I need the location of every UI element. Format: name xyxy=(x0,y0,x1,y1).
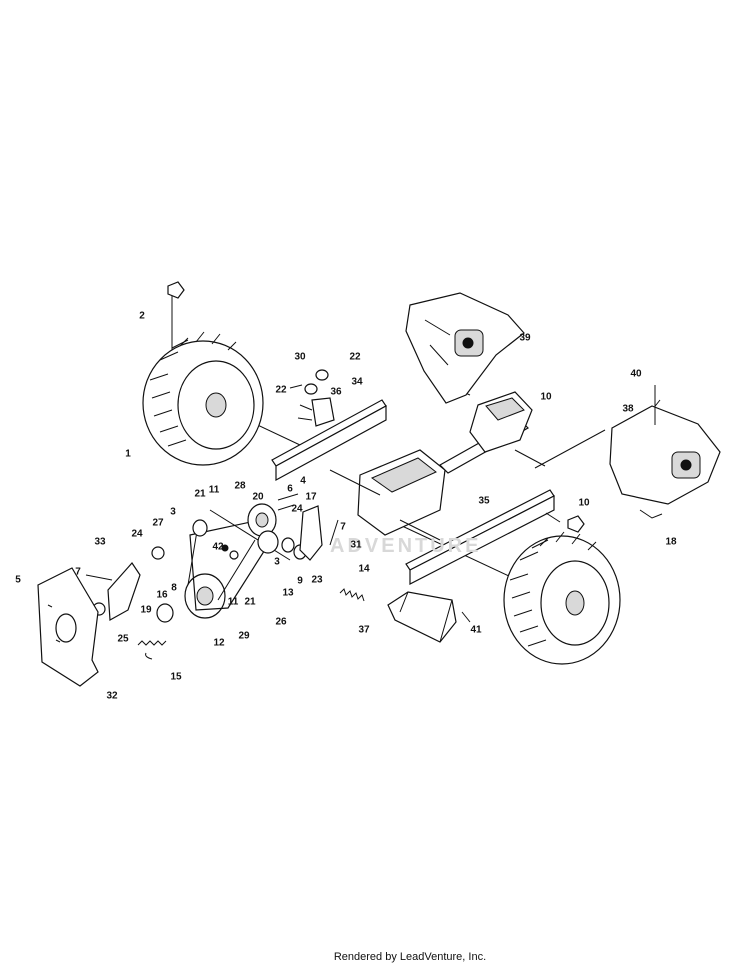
callout-12: 12 xyxy=(213,638,225,649)
callout-8: 8 xyxy=(171,583,177,594)
callout-42: 42 xyxy=(212,542,224,553)
callout-13: 13 xyxy=(282,588,294,599)
callout-1: 1 xyxy=(125,449,131,460)
callout-22: 22 xyxy=(349,352,361,363)
callout-27: 27 xyxy=(152,518,164,529)
belt-drive xyxy=(184,503,307,619)
callout-18: 18 xyxy=(665,537,677,548)
footer-credit: Rendered by LeadVenture, Inc. xyxy=(333,951,487,963)
idler-arm xyxy=(299,505,323,561)
callout-37: 37 xyxy=(358,625,370,636)
belt-guard-plate xyxy=(37,567,99,687)
callout-26: 26 xyxy=(275,617,287,628)
callout-labels: 1233456778910101111121314151617181920212… xyxy=(15,311,677,702)
mounting-bracket xyxy=(297,397,335,427)
callout-36: 36 xyxy=(330,387,342,398)
callout-38: 38 xyxy=(622,404,634,415)
frame-rail-upper xyxy=(271,399,387,482)
callout-35: 35 xyxy=(478,496,490,507)
callout-6: 6 xyxy=(287,484,293,495)
callout-19: 19 xyxy=(140,605,152,616)
callout-3: 3 xyxy=(170,507,176,518)
callout-11: 11 xyxy=(228,597,239,608)
tine-assembly-lower xyxy=(609,385,721,519)
valve-cap xyxy=(167,281,185,299)
callout-20: 20 xyxy=(252,492,264,503)
callout-17: 17 xyxy=(305,492,317,503)
callout-7: 7 xyxy=(75,567,81,578)
callout-10: 10 xyxy=(540,392,552,403)
callout-24: 24 xyxy=(131,529,143,540)
callout-22: 22 xyxy=(275,385,287,396)
callout-30: 30 xyxy=(294,352,306,363)
callout-24: 24 xyxy=(291,504,303,515)
watermark: ADVENTURE xyxy=(330,535,481,557)
hardware xyxy=(85,369,561,623)
callout-15: 15 xyxy=(170,672,182,683)
callout-16: 16 xyxy=(156,590,168,601)
springs xyxy=(137,588,365,660)
frame-rail-lower xyxy=(405,489,555,585)
callout-4: 4 xyxy=(300,476,306,487)
tine-assembly-upper xyxy=(405,292,525,404)
callout-7: 7 xyxy=(340,522,346,533)
callout-5: 5 xyxy=(15,575,21,586)
idler-bracket xyxy=(107,562,141,621)
callout-25: 25 xyxy=(117,634,129,645)
callout-32: 32 xyxy=(106,691,118,702)
deflector-shield xyxy=(387,591,457,643)
callout-41: 41 xyxy=(470,625,482,636)
footer: Rendered by LeadVenture, Inc. xyxy=(0,951,750,963)
transmission-housing xyxy=(329,391,546,541)
callout-34: 34 xyxy=(351,377,363,388)
callout-9: 9 xyxy=(297,576,303,587)
callout-21: 21 xyxy=(194,489,206,500)
callout-40: 40 xyxy=(630,369,642,380)
callout-28: 28 xyxy=(234,481,246,492)
callout-21: 21 xyxy=(244,597,256,608)
left-tire xyxy=(142,331,264,466)
callout-3: 3 xyxy=(274,557,280,568)
callout-23: 23 xyxy=(311,575,323,586)
callout-31: 31 xyxy=(350,540,362,551)
callout-14: 14 xyxy=(358,564,370,575)
right-tire xyxy=(503,515,621,665)
callout-33: 33 xyxy=(94,537,106,548)
callout-11: 11 xyxy=(209,485,220,496)
callout-10: 10 xyxy=(578,498,590,509)
callout-29: 29 xyxy=(238,631,250,642)
callout-2: 2 xyxy=(139,311,145,322)
callout-39: 39 xyxy=(519,333,531,344)
